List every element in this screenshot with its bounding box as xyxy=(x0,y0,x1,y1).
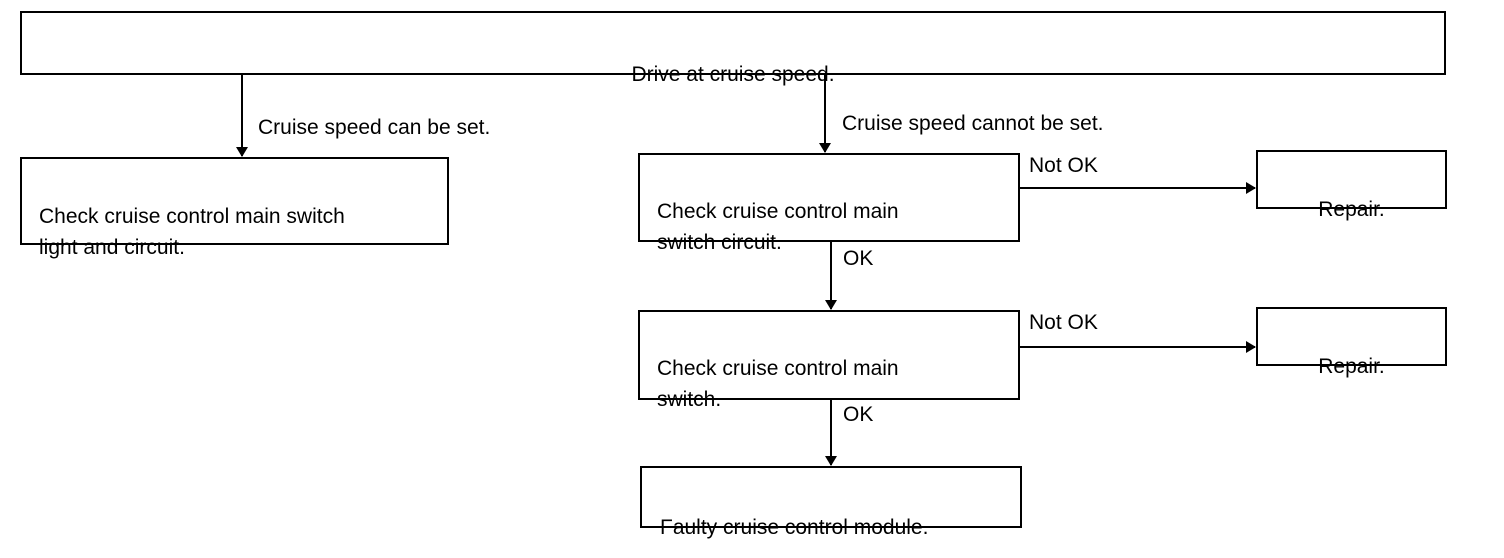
check-switch-circuit-node: Check cruise control main switch circuit… xyxy=(638,153,1020,254)
check-light-circuit-node: Check cruise control main switch light a… xyxy=(20,157,449,259)
start-node: Drive at cruise speed. xyxy=(20,11,1446,86)
edge-label-can-be-set: Cruise speed can be set. xyxy=(258,116,491,139)
edge-label-not-ok-1: Not OK xyxy=(1029,154,1098,177)
repair-1-text: Repair. xyxy=(1318,198,1385,221)
check-light-circuit-text: Check cruise control main switch light a… xyxy=(39,205,345,259)
edge-label-cannot-be-set: Cruise speed cannot be set. xyxy=(842,112,1104,135)
repair-node-1: Repair. xyxy=(1256,150,1447,221)
edge-label-not-ok-2: Not OK xyxy=(1029,311,1098,334)
check-switch-node: Check cruise control main switch. xyxy=(638,310,1020,411)
check-switch-text: Check cruise control main switch. xyxy=(657,357,899,411)
edge-label-ok-2: OK xyxy=(843,403,874,426)
faulty-module-text: Faulty cruise control module. xyxy=(660,516,929,539)
edge-label-ok-1: OK xyxy=(843,247,874,270)
check-switch-circuit-text: Check cruise control main switch circuit… xyxy=(657,200,899,254)
repair-node-2: Repair. xyxy=(1256,307,1447,378)
repair-2-text: Repair. xyxy=(1318,355,1385,378)
faulty-module-node: Faulty cruise control module. xyxy=(640,466,1022,539)
start-node-text: Drive at cruise speed. xyxy=(631,63,835,86)
